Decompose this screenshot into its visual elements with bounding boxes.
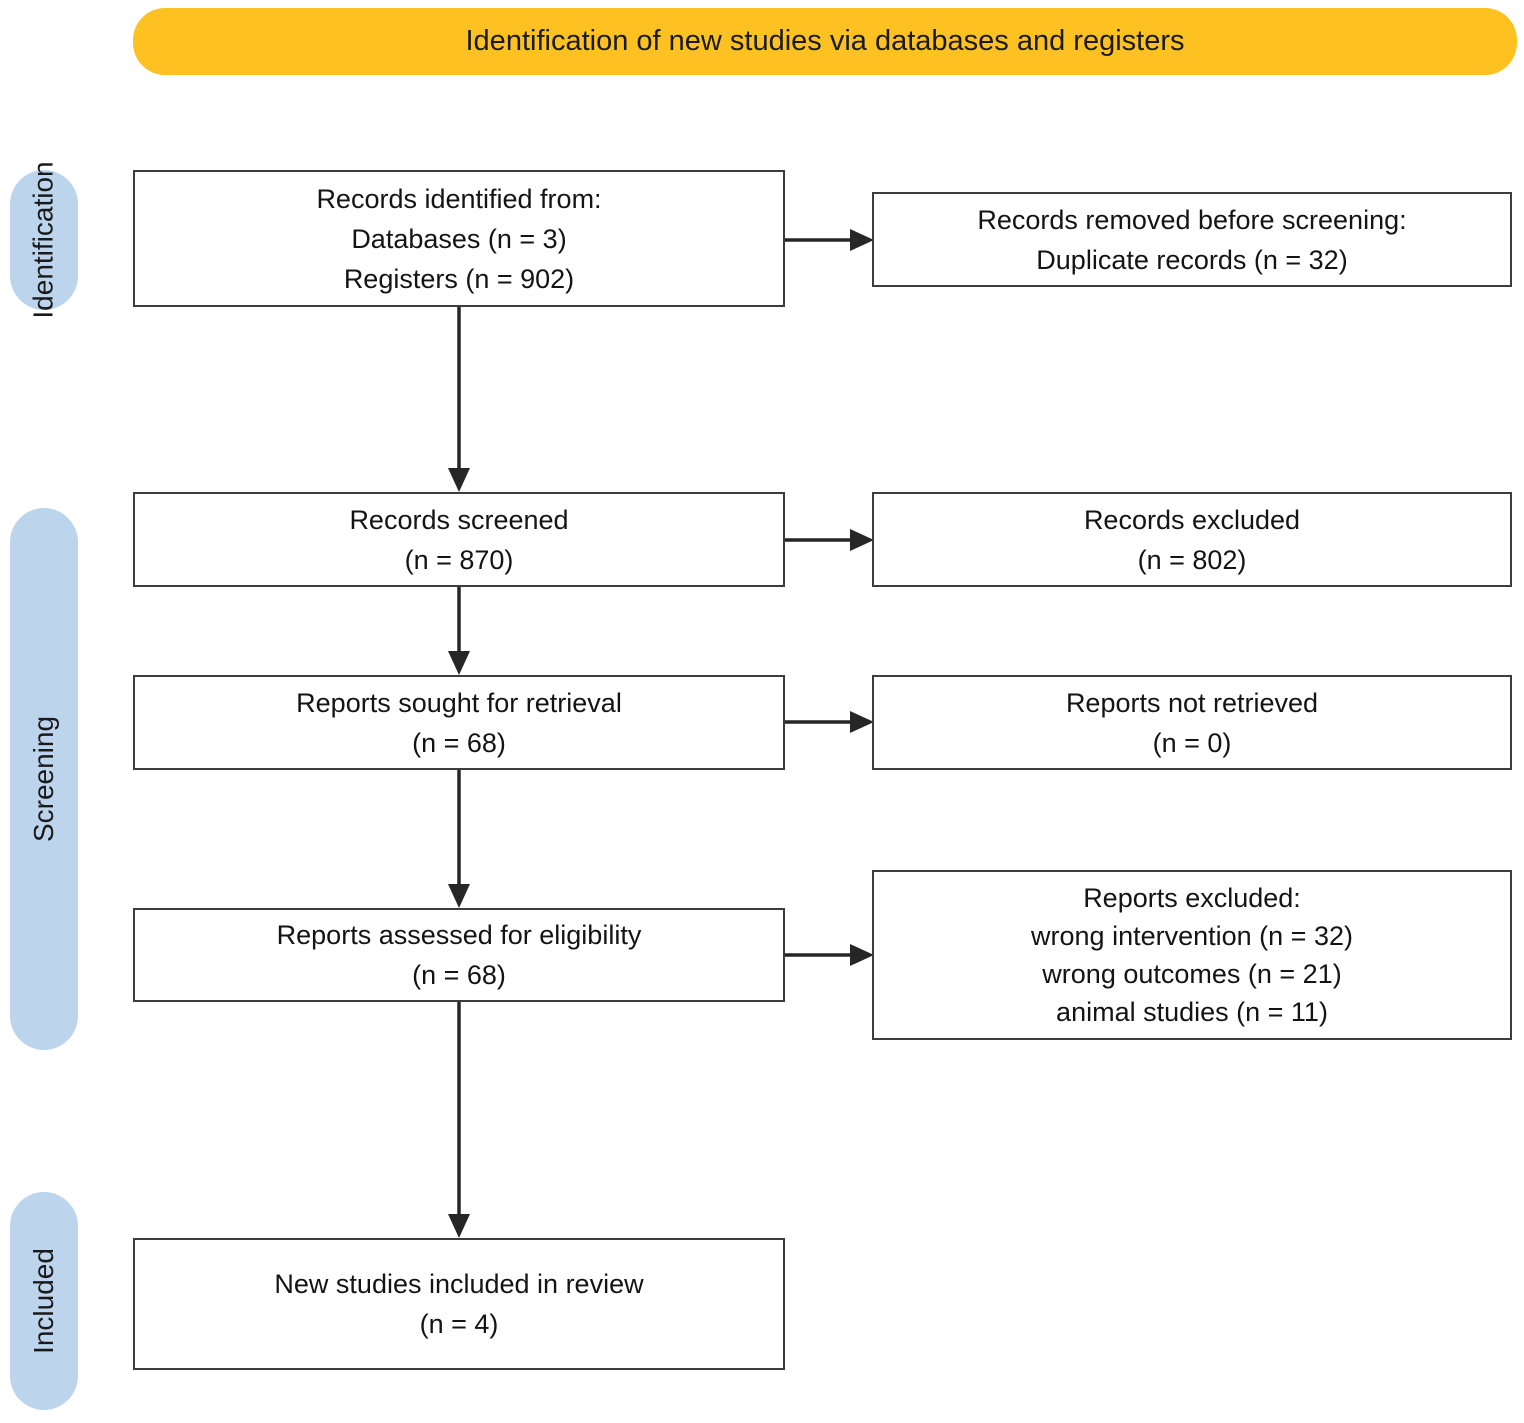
box-line: animal studies (n = 11) — [1056, 997, 1328, 1027]
stage-pill-identification: Identification — [10, 161, 78, 319]
box-line: Registers (n = 902) — [343, 263, 575, 294]
arrow-assessed-to-reports-excluded — [785, 944, 874, 966]
box-line: (n = 4) — [419, 1309, 499, 1339]
box-records-removed: Records removed before screening: Duplic… — [872, 192, 1512, 287]
box-reports-sought: Reports sought for retrieval (n = 68) — [133, 675, 785, 770]
box-line: (n = 802) — [1137, 544, 1247, 575]
box-records-identified: Records identified from: Databases (n = … — [133, 170, 785, 307]
box-line: New studies included in review — [274, 1269, 644, 1299]
box-line: Duplicate records (n = 32) — [1036, 244, 1348, 275]
stage-label-included: Included — [28, 1248, 59, 1354]
box-line: (n = 68) — [412, 960, 506, 990]
arrow-sought-to-not-retrieved — [785, 711, 874, 733]
arrow-identified-to-screened — [448, 307, 470, 492]
box-line: Reports sought for retrieval — [296, 687, 622, 718]
stage-label-screening: Screening — [28, 715, 59, 843]
box-reports-excluded: Reports excluded: wrong intervention (n … — [872, 870, 1512, 1040]
box-line: Records screened — [349, 504, 569, 535]
box-new-studies-included: New studies included in review (n = 4) — [133, 1238, 785, 1370]
box-line: Reports excluded: — [1083, 883, 1301, 913]
box-line: Reports not retrieved — [1065, 687, 1319, 718]
box-line: Records identified from: — [316, 183, 602, 214]
stage-pill-screening: Screening — [10, 508, 78, 1050]
stage-pill-included: Included — [10, 1192, 78, 1410]
box-line: Records excluded — [1083, 504, 1301, 535]
diagram-title: Identification of new studies via databa… — [465, 25, 1185, 57]
box-line: (n = 68) — [412, 727, 506, 758]
arrow-identified-to-removed — [785, 229, 874, 251]
arrow-screened-to-sought — [448, 587, 470, 675]
box-records-excluded: Records excluded (n = 802) — [872, 492, 1512, 587]
box-reports-not-retrieved: Reports not retrieved (n = 0) — [872, 675, 1512, 770]
box-reports-assessed: Reports assessed for eligibility (n = 68… — [133, 908, 785, 1002]
box-line: Databases (n = 3) — [351, 223, 567, 254]
box-line: (n = 0) — [1152, 727, 1232, 758]
box-line: Reports assessed for eligibility — [276, 920, 642, 950]
box-line: wrong intervention (n = 32) — [1031, 921, 1353, 951]
arrow-sought-to-assessed — [448, 770, 470, 908]
stage-label-identification: Identification — [28, 161, 59, 319]
arrow-assessed-to-new-studies — [448, 1002, 470, 1238]
arrow-screened-to-excluded — [785, 529, 874, 551]
box-records-screened: Records screened (n = 870) — [133, 492, 785, 587]
diagram-title-banner: Identification of new studies via databa… — [133, 8, 1517, 75]
box-line: (n = 870) — [404, 544, 514, 575]
box-line: wrong outcomes (n = 21) — [1042, 959, 1342, 989]
box-line: Records removed before screening: — [977, 204, 1407, 235]
